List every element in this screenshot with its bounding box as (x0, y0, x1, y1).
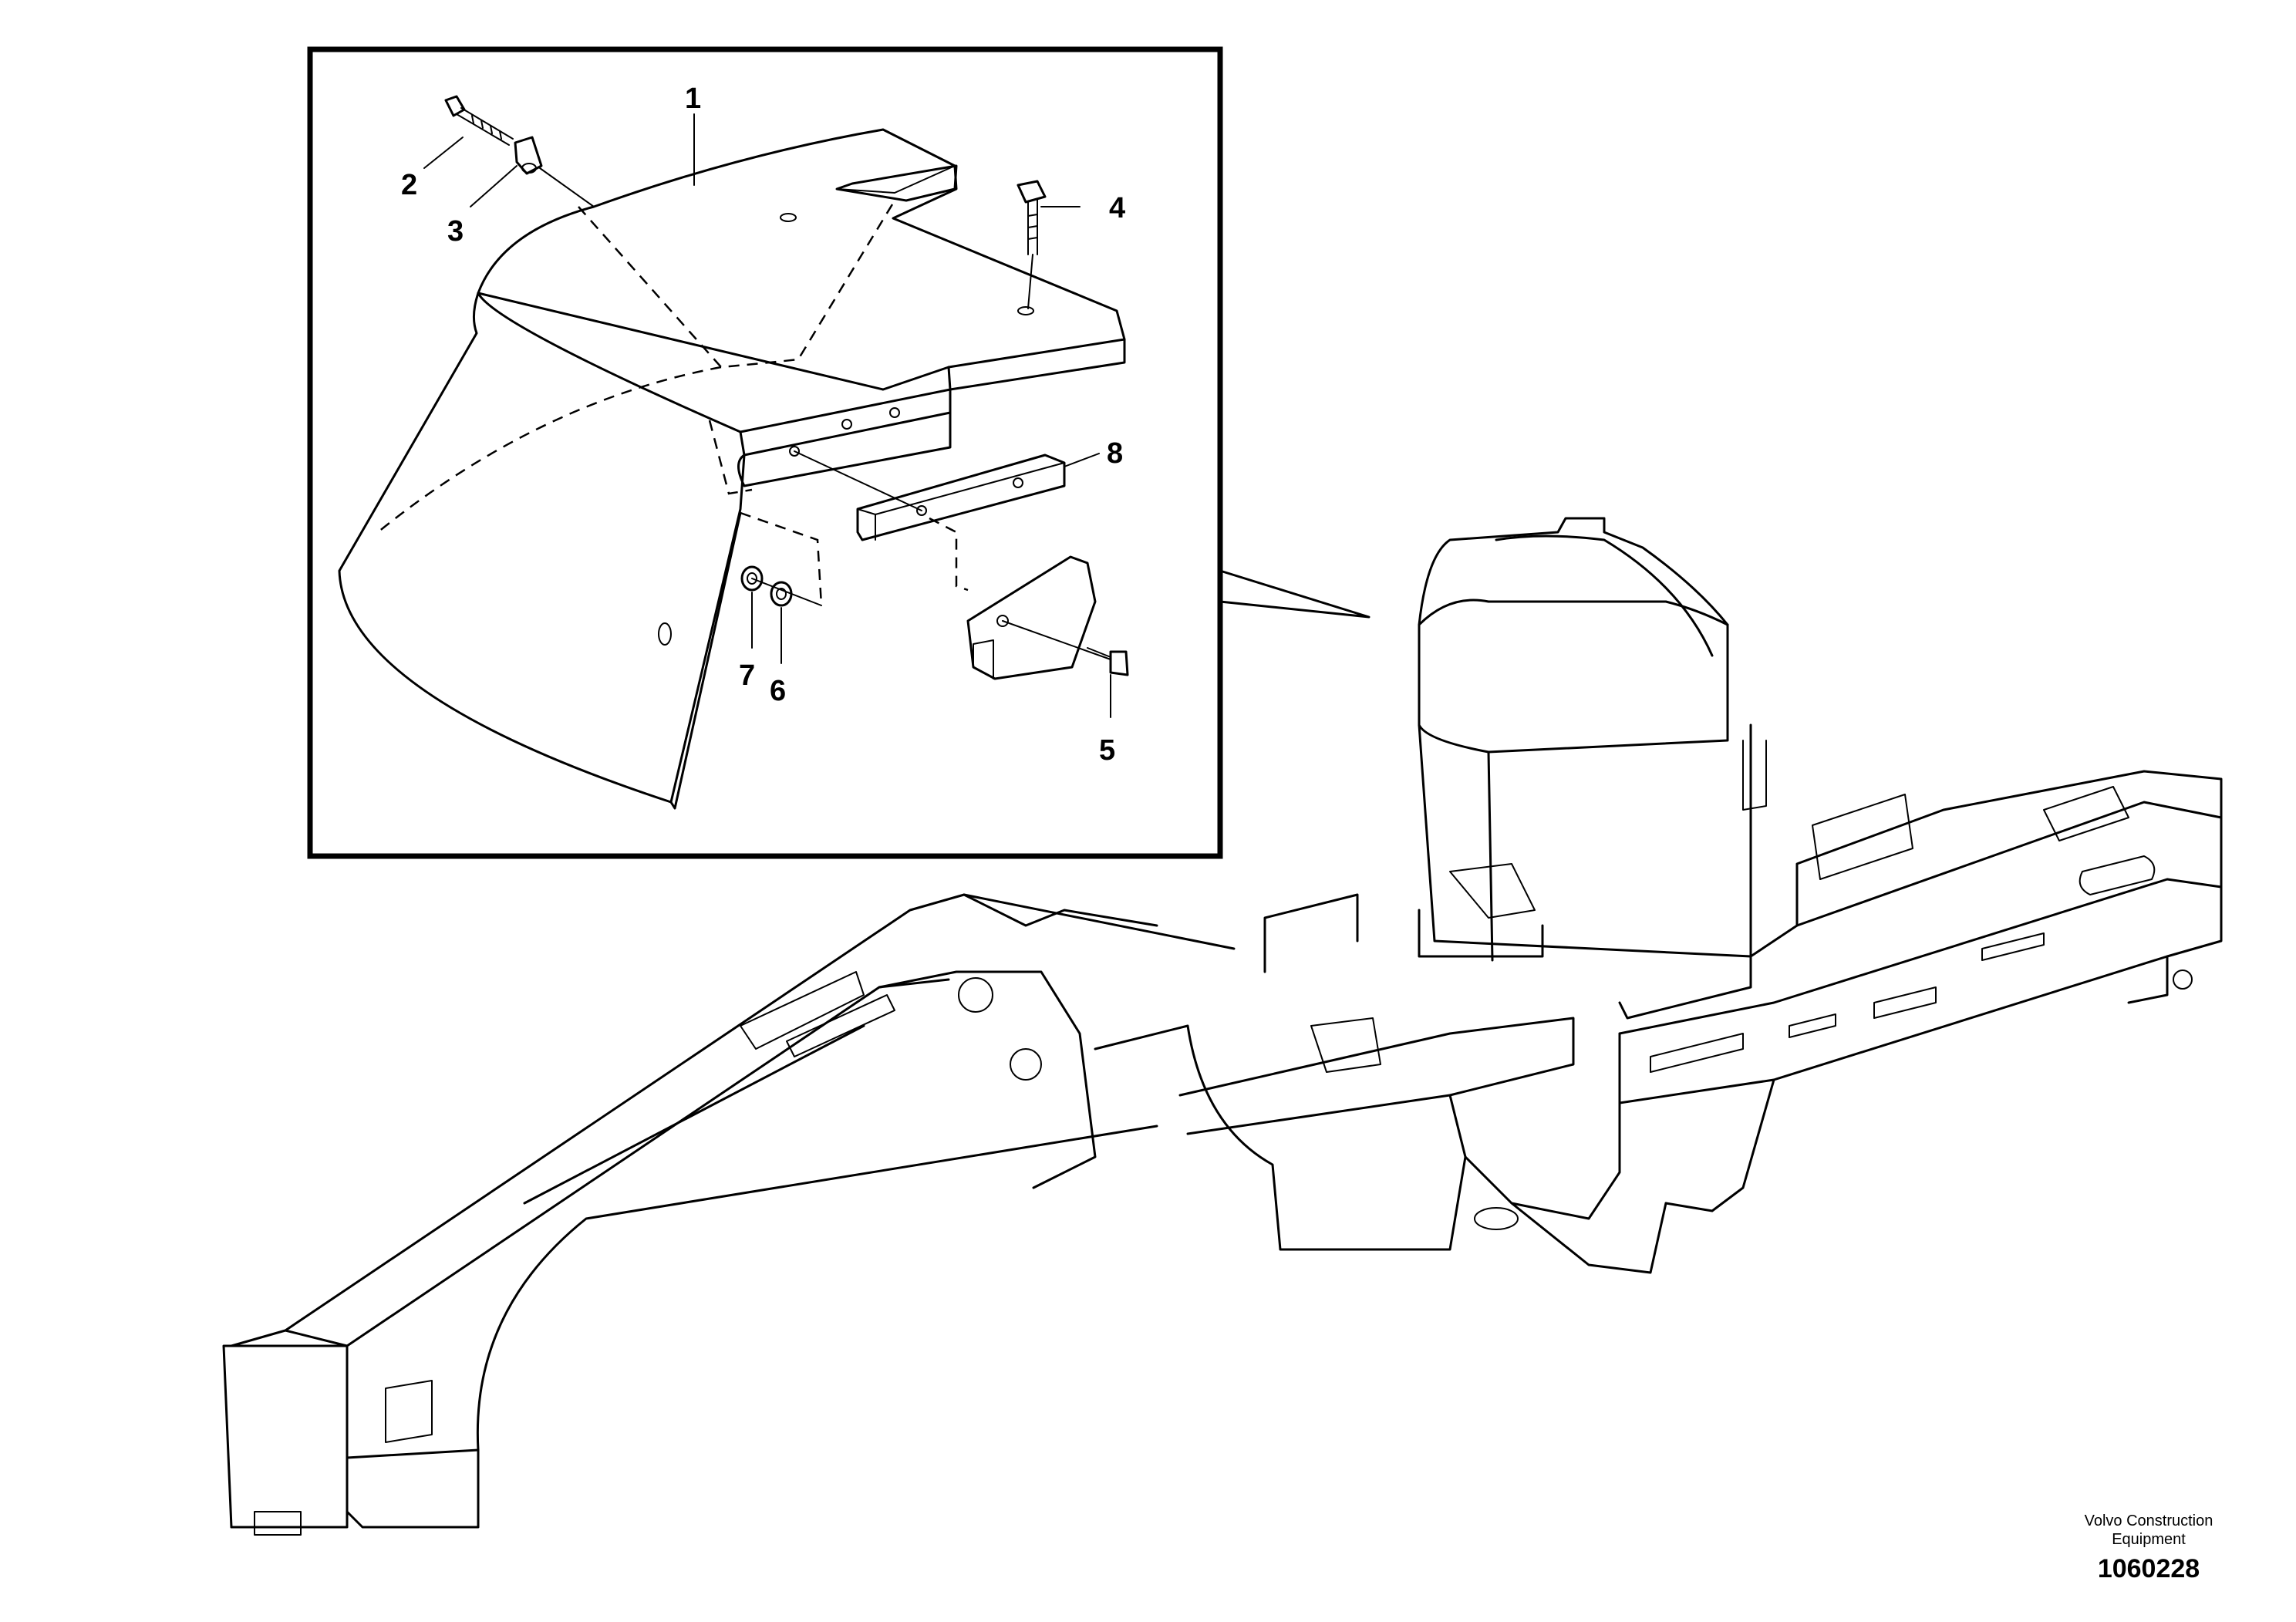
inset-pointer (1219, 569, 1371, 619)
mounted-cover (1418, 517, 1767, 1020)
boom-arm (222, 893, 1236, 1536)
center-body (1094, 893, 1667, 1274)
washer-item-6 (751, 578, 822, 607)
callout-4: 4 (1109, 192, 1125, 224)
callout-3: 3 (447, 215, 464, 248)
callout-6: 6 (770, 675, 786, 707)
brand-line-1: Volvo Construction (2084, 1512, 2213, 1529)
brand-line-2: Equipment (2112, 1531, 2186, 1548)
bracket-part (740, 511, 1111, 680)
bolt-item-4 (1017, 180, 1047, 309)
callout-5: 5 (1099, 734, 1115, 767)
machine-frame (222, 517, 2223, 1536)
leader-lines (423, 113, 1111, 718)
detail-inset: 1 2 3 4 8 5 7 6 (307, 46, 1223, 859)
callout-1: 1 (685, 83, 701, 115)
brand-label: Volvo Construction Equipment (2033, 1512, 2264, 1549)
callout-2: 2 (401, 169, 417, 201)
callout-8: 8 (1107, 437, 1123, 470)
drawing-number: 1060228 (2097, 1554, 2200, 1583)
nut-item-3 (514, 136, 595, 207)
chassis-frame (1618, 770, 2223, 1212)
bolt-item-2 (444, 95, 514, 146)
callout-7: 7 (739, 659, 755, 692)
screw-item-5 (1087, 647, 1129, 676)
plate-item-8 (794, 450, 1066, 541)
